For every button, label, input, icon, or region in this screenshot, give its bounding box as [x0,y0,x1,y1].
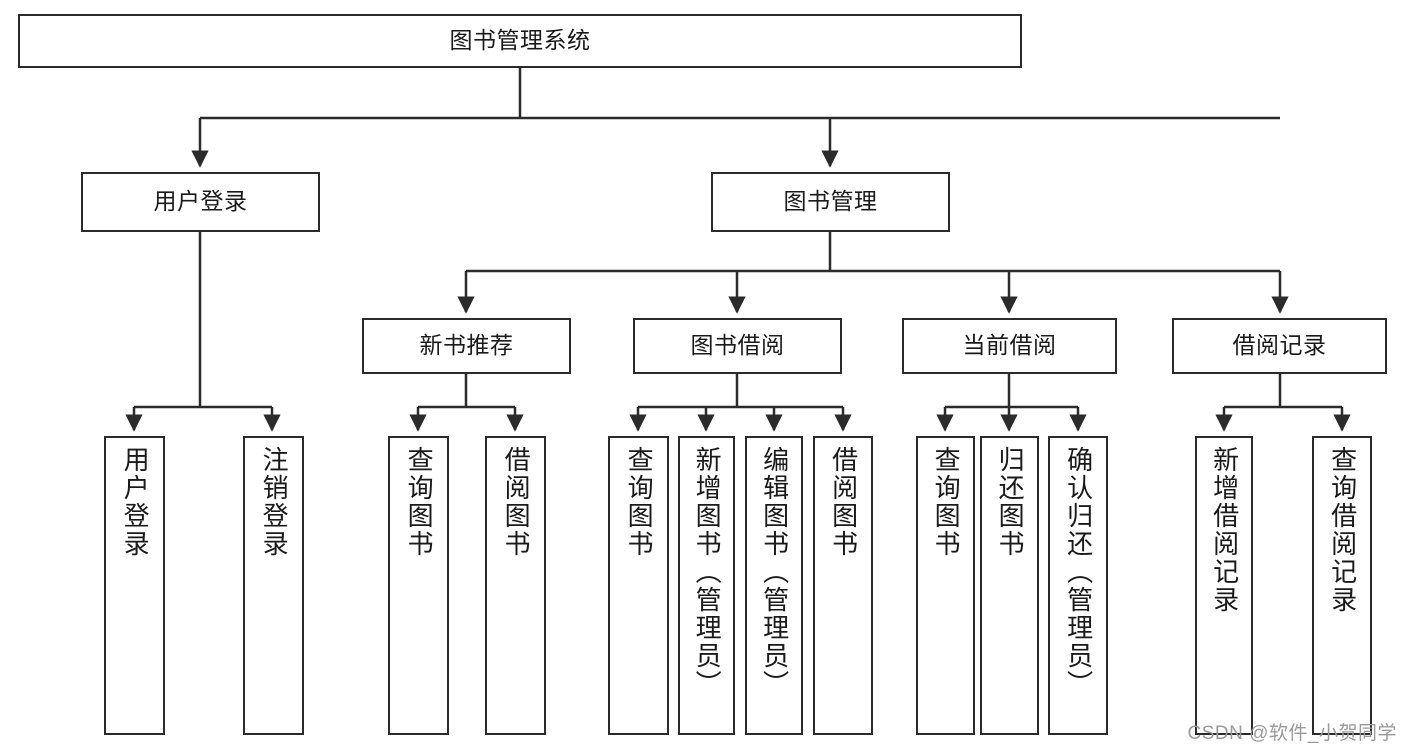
node-leaf-logout-label: 注销登录 [259,446,290,558]
node-current-borrow-label: 当前借阅 [962,332,1057,359]
node-user-login-label: 用户登录 [153,188,248,215]
node-current-borrow[interactable]: 当前借阅 [902,318,1117,374]
node-leaf-query-book-borrow[interactable]: 查询图书 [608,436,669,735]
node-borrow-record[interactable]: 借阅记录 [1172,318,1387,374]
node-leaf-user-login-label: 用户登录 [120,446,151,558]
node-leaf-return-book-label: 归还图书 [995,446,1026,558]
node-book-borrow-label: 图书借阅 [690,332,785,359]
node-leaf-add-book[interactable]: 新增图书（管理员） [678,436,735,735]
node-new-book-recommend-label: 新书推荐 [419,332,514,359]
node-root[interactable]: 图书管理系统 [18,14,1022,68]
node-leaf-confirm-return[interactable]: 确认归还（管理员） [1048,436,1108,735]
node-leaf-borrow-book[interactable]: 借阅图书 [813,436,873,735]
node-leaf-query-book-rec[interactable]: 查询图书 [388,436,449,735]
node-leaf-borrow-book-label: 借阅图书 [828,446,859,558]
node-leaf-edit-book-label: 编辑图书（管理员） [759,446,790,698]
node-leaf-query-book-borrow-label: 查询图书 [624,446,655,558]
node-leaf-query-book-current[interactable]: 查询图书 [916,436,975,735]
node-leaf-user-login[interactable]: 用户登录 [104,436,165,735]
node-root-label: 图书管理系统 [449,27,591,54]
node-leaf-edit-book[interactable]: 编辑图书（管理员） [745,436,803,735]
node-leaf-confirm-return-label: 确认归还（管理员） [1063,446,1094,698]
node-leaf-query-record-label: 查询借阅记录 [1327,446,1358,614]
node-user-login[interactable]: 用户登录 [81,172,320,232]
node-leaf-query-book-current-label: 查询图书 [931,446,962,558]
node-leaf-add-record[interactable]: 新增借阅记录 [1195,436,1253,735]
watermark: CSDN @软件_小贺同学 [1187,723,1397,744]
node-leaf-add-record-label: 新增借阅记录 [1209,446,1240,614]
node-leaf-borrow-book-rec-label: 借阅图书 [501,446,532,558]
node-leaf-query-book-rec-label: 查询图书 [404,446,435,558]
node-leaf-query-record[interactable]: 查询借阅记录 [1312,436,1372,735]
node-borrow-record-label: 借阅记录 [1232,332,1327,359]
node-book-management[interactable]: 图书管理 [711,172,950,232]
node-new-book-recommend[interactable]: 新书推荐 [362,318,571,374]
node-leaf-logout[interactable]: 注销登录 [243,436,304,735]
node-leaf-borrow-book-rec[interactable]: 借阅图书 [485,436,546,735]
node-leaf-return-book[interactable]: 归还图书 [980,436,1039,735]
node-leaf-add-book-label: 新增图书（管理员） [692,446,723,698]
node-book-management-label: 图书管理 [783,188,878,215]
node-book-borrow[interactable]: 图书借阅 [633,318,842,374]
